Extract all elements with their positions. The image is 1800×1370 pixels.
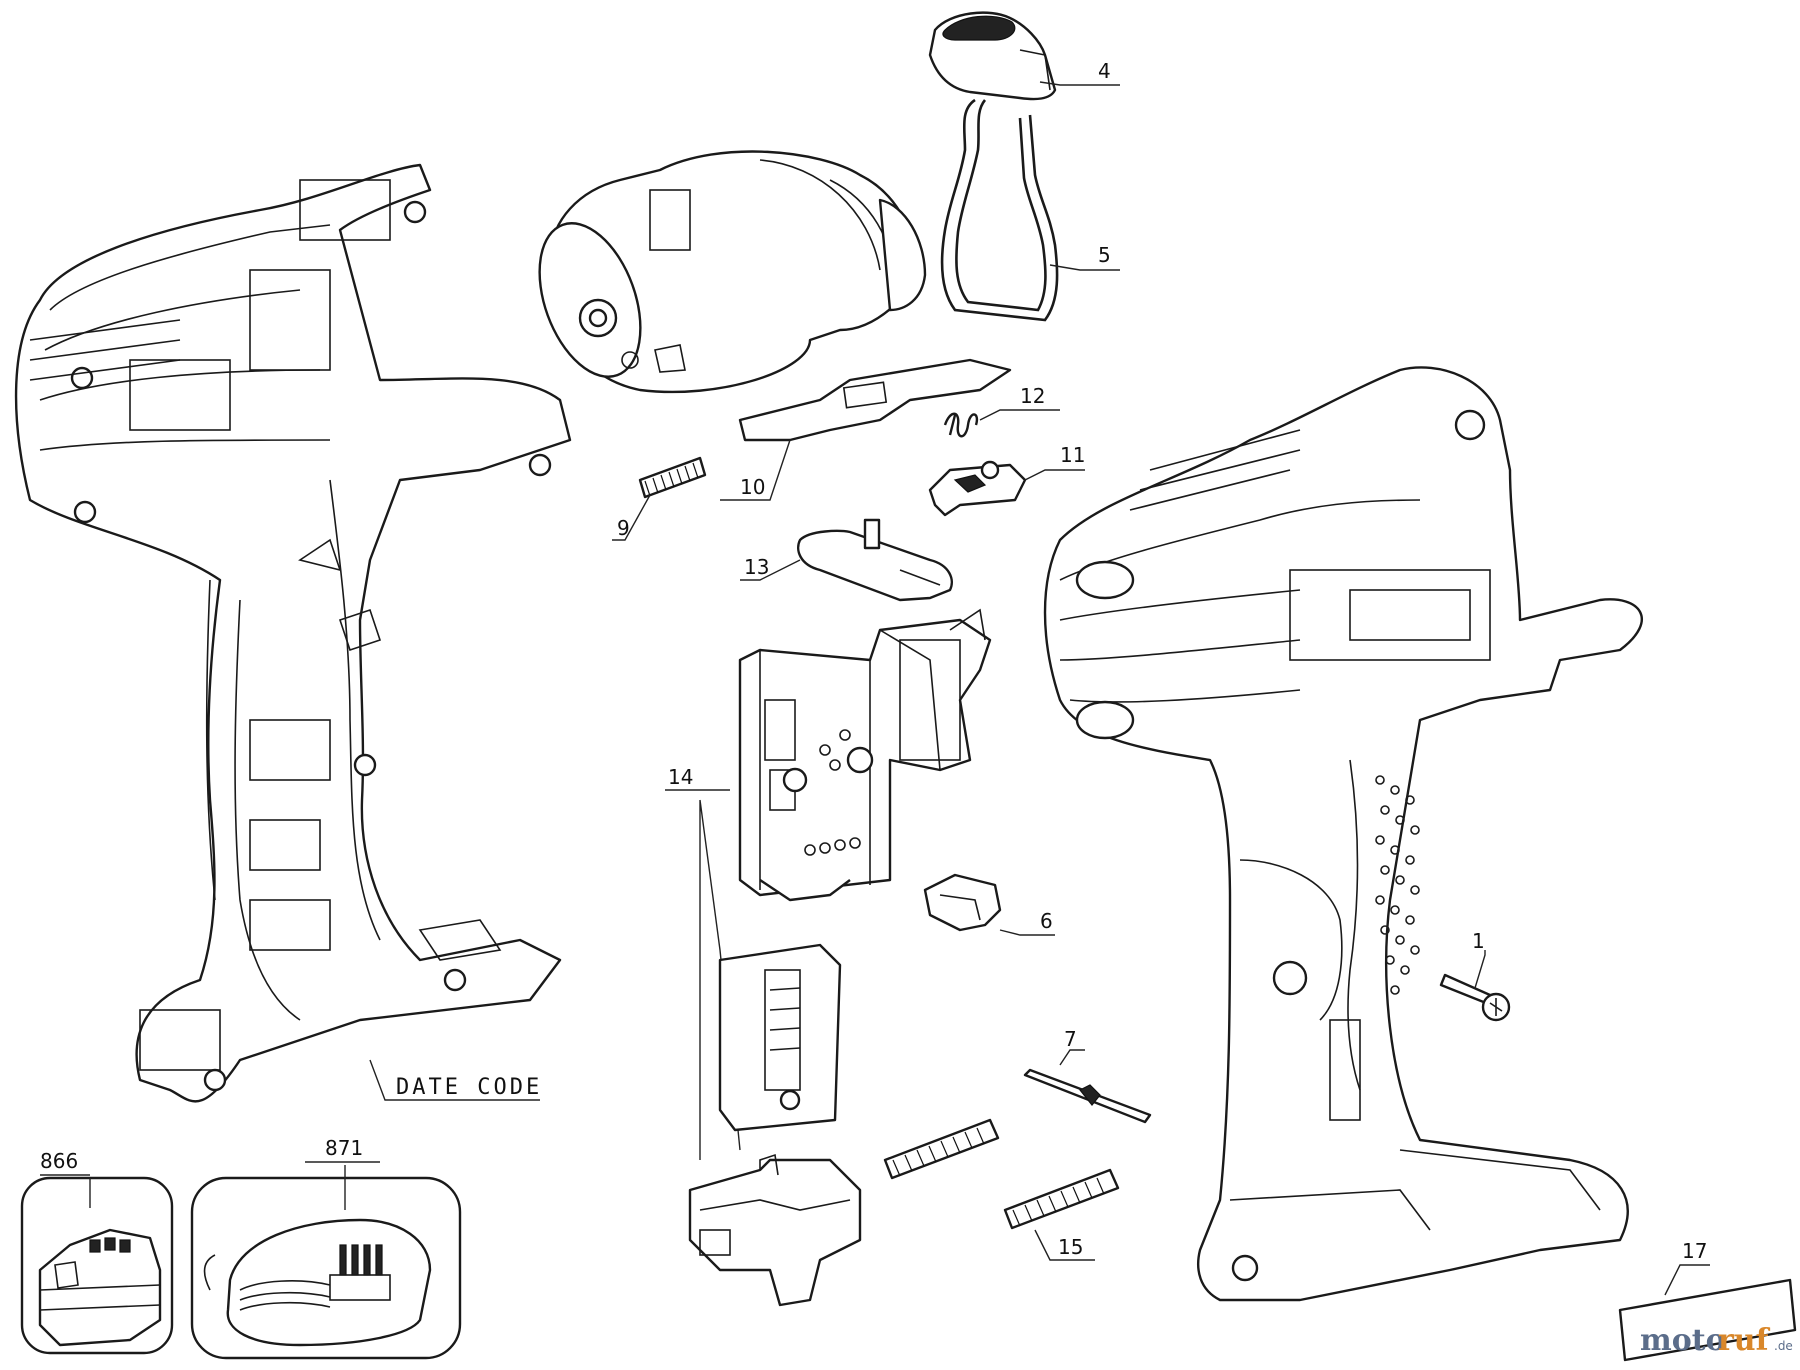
switch-assembly (738, 608, 992, 902)
part-10-contact-plate: 10 (720, 358, 1012, 501)
date-code-callout: DATE CODE (369, 1059, 542, 1101)
part-number-871: 871 (325, 1136, 363, 1160)
part-number-7: 7 (1064, 1027, 1077, 1051)
part-4-shift-knob: 4 (928, 11, 1120, 101)
watermark-brand-a: moto (1640, 1323, 1726, 1358)
date-code-label: DATE CODE (396, 1075, 542, 1100)
part-number-17: 17 (1682, 1239, 1707, 1263)
motor (538, 150, 927, 394)
watermark-tld: .de (1774, 1339, 1793, 1353)
spring-upper (883, 1118, 1000, 1180)
part-number-5: 5 (1098, 243, 1111, 267)
part-number-12: 12 (1020, 384, 1045, 408)
part-17-label: 17 (1618, 1239, 1797, 1362)
part-11-slider-block: 11 (928, 443, 1085, 517)
part-number-6: 6 (1040, 909, 1053, 933)
grip-texture (1375, 775, 1420, 995)
inset-871-charger: 871 (190, 1136, 462, 1360)
watermark-brand-b: ruf (1718, 1323, 1771, 1358)
right-housing-half (1043, 366, 1643, 1302)
part-12-torsion-spring: 12 (943, 384, 1060, 438)
part-number-13: 13 (744, 555, 769, 579)
part-6-clip: 6 (923, 873, 1055, 936)
part-7-flat-bar: 7 (1023, 1027, 1152, 1124)
part-number-9: 9 (617, 516, 630, 540)
part-1-screw: 1 (1439, 929, 1511, 1022)
part-number-1: 1 (1472, 929, 1485, 953)
part-number-11: 11 (1060, 443, 1085, 467)
inset-866-battery: 866 (20, 1149, 174, 1355)
part-number-4: 4 (1098, 59, 1111, 83)
watermark-logo: moto ruf .de (1640, 1323, 1793, 1358)
part-14-lower-assembly (688, 943, 862, 1307)
part-number-10: 10 (740, 475, 765, 499)
part-number-14: 14 (668, 765, 693, 789)
part-5-wire-spring: 5 (940, 98, 1120, 322)
part-9-coil-spring: 9 (612, 456, 707, 541)
left-housing-half (14, 163, 572, 1103)
part-13-led-bar: 13 (740, 518, 953, 602)
part-number-15: 15 (1058, 1235, 1083, 1259)
part-number-866: 866 (40, 1149, 78, 1173)
part-15-spring: 15 (1003, 1168, 1120, 1261)
